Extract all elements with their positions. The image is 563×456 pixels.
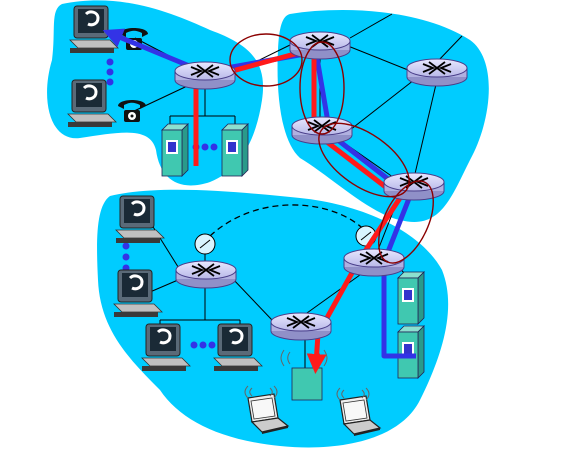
router-icon bbox=[289, 31, 351, 60]
highlight-ellipses bbox=[229, 33, 434, 264]
link-mc-tr bbox=[349, 79, 415, 131]
highlight-ellipse bbox=[318, 122, 410, 198]
router-icon bbox=[174, 61, 236, 90]
server-icon bbox=[397, 271, 425, 325]
link-bl-bc bbox=[231, 277, 273, 321]
server-icon bbox=[397, 325, 425, 379]
link-host-bl-bottom bbox=[149, 279, 179, 293]
satellite-dish-icon bbox=[194, 233, 216, 255]
highlight-ellipse bbox=[299, 41, 345, 135]
server-icon bbox=[221, 123, 249, 177]
highlight-ellipse bbox=[229, 33, 303, 87]
link-tc-tr bbox=[347, 45, 409, 71]
link-tc-external bbox=[349, 13, 393, 39]
satellite-link bbox=[209, 204, 369, 237]
router-icon bbox=[270, 312, 332, 341]
server-icon bbox=[161, 123, 189, 177]
link-tr-external bbox=[436, 35, 463, 63]
highlight-ellipse bbox=[378, 180, 434, 264]
router-icon bbox=[175, 260, 237, 289]
router-icon bbox=[406, 58, 468, 87]
link-tr-mr bbox=[413, 79, 438, 179]
